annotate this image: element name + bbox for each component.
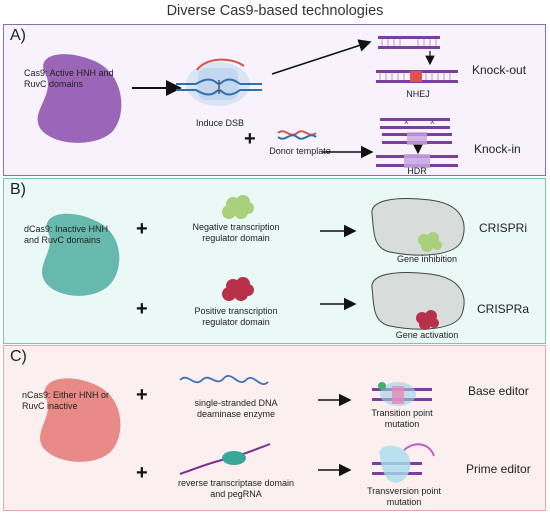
knockin-label: Knock-in — [474, 142, 521, 156]
panel-b-letter: B) — [10, 181, 26, 198]
base-editor-label: Base editor — [468, 384, 529, 398]
panel-a-letter: A) — [10, 27, 26, 44]
cas9-label: Cas9: Active HNH and RuvC domains — [24, 68, 114, 89]
figure-title: Diverse Cas9-based technologies — [166, 3, 384, 19]
panel-b-plus-positive: + — [136, 298, 148, 320]
panel-c-letter: C) — [10, 348, 27, 365]
transition-mutation-label: Transition point mutation — [371, 408, 433, 429]
cas9-protein-shape — [37, 54, 122, 143]
hdr-label: HDR — [407, 166, 427, 176]
deaminase-enzyme-graphic — [179, 375, 269, 385]
reverse-transcriptase-graphic — [179, 443, 271, 475]
deaminase-label: single-stranded DNA deaminase enzyme — [194, 398, 278, 419]
ncas9-protein-shape — [40, 378, 121, 462]
dsb-complex-graphic — [176, 58, 262, 106]
panel-c-plus-rt: + — [136, 462, 148, 484]
panel-b-plus-negative: + — [136, 218, 148, 240]
base-editor-graphic — [372, 382, 432, 406]
prime-editor-label: Prime editor — [466, 462, 531, 476]
crispra-label: CRISPRa — [477, 302, 530, 316]
dcas9-protein-shape — [42, 213, 120, 296]
positive-regulator-label: Positive transcription regulator domain — [194, 306, 278, 327]
crispri-label: CRISPRi — [479, 221, 528, 235]
panel-c: C) — [3, 345, 546, 511]
gene-activation-label: Gene activation — [395, 330, 459, 340]
svg-text:x: x — [430, 117, 435, 126]
prime-editor-graphic — [372, 443, 435, 483]
dcas9-label: dCas9: Inactive HNH and RuvC domains — [24, 224, 109, 245]
repressor-domain-graphic — [222, 195, 254, 219]
dsb-label: Induce DSB — [195, 118, 245, 128]
nhej-dna-graphic — [376, 36, 458, 83]
panel-b: B) — [3, 178, 546, 344]
panel-c-plus-deaminase: + — [136, 384, 148, 406]
nhej-label: NHEJ — [406, 89, 430, 99]
reverse-transcriptase-label: reverse transcriptase domain and pegRNA — [177, 478, 295, 499]
panel-a-plus: + — [244, 128, 256, 150]
crispra-complex-graphic — [371, 272, 465, 330]
hdr-dna-graphic: x x — [376, 117, 458, 168]
donor-label: Donor template — [269, 146, 331, 156]
activator-domain-graphic — [222, 277, 254, 301]
ncas9-label: nCas9: Either HNH or RuvC inactive — [22, 390, 110, 411]
knockout-label: Knock-out — [472, 63, 527, 77]
crispri-complex-graphic — [371, 198, 465, 256]
svg-text:x: x — [404, 117, 409, 126]
transversion-mutation-label: Transversion point mutation — [367, 486, 441, 507]
arrow-to-nhej — [271, 39, 372, 75]
donor-template-graphic — [277, 130, 317, 140]
gene-inhibition-label: Gene inhibition — [396, 254, 458, 264]
negative-regulator-label: Negative transcription regulator domain — [192, 222, 280, 243]
